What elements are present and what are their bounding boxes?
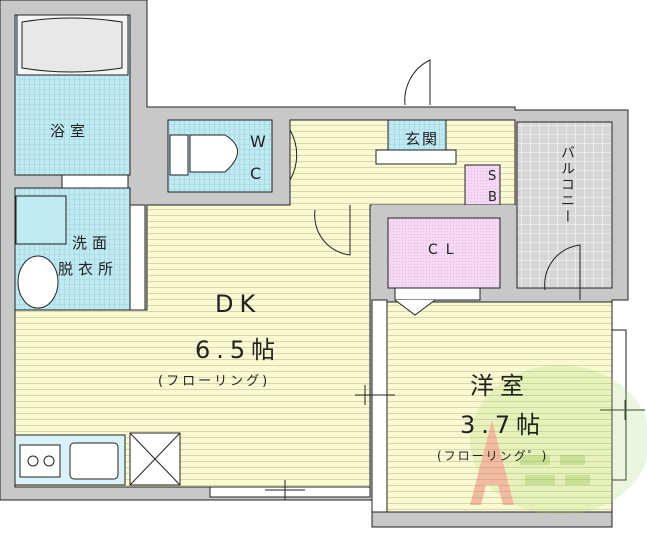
label-sb-b: B (488, 190, 497, 205)
dk-floor (14, 119, 516, 488)
shoe-box (464, 164, 501, 206)
entrance-step (375, 149, 457, 165)
stove (19, 444, 61, 478)
washbasin (17, 255, 59, 309)
grid-marks (265, 385, 645, 500)
closet-wall (372, 205, 515, 218)
label-wash: 洗面 (72, 234, 113, 252)
window-east (611, 329, 627, 481)
label-western: 洋室 (470, 372, 530, 400)
label-dk-floor: (フローリング) (158, 374, 271, 389)
fridge-cross (129, 432, 181, 486)
label-closet: CL (428, 242, 462, 258)
label-dressing: 脱衣所 (58, 260, 119, 278)
closet-floor (387, 217, 501, 289)
label-sb-s: S (488, 169, 497, 184)
bathtub-basin (21, 17, 123, 73)
closet-door-marker (394, 299, 436, 316)
label-dk-size: 6.5帖 (195, 336, 282, 364)
label-western-size: 3.7帖 (460, 411, 547, 439)
burner-icon (43, 455, 55, 467)
label-entrance: 玄関 (405, 130, 440, 148)
label-dk: DK (215, 290, 262, 318)
assist-logo (470, 365, 647, 515)
washing-machine (15, 195, 67, 245)
label-western-floor: (フローリング゜) (437, 449, 549, 463)
dk-door-swing (314, 205, 351, 256)
label-bath: 浴室 (50, 122, 91, 140)
western-room-floor (386, 301, 613, 513)
entrance-door-swing (404, 59, 431, 106)
closet-door (394, 287, 481, 301)
balcony-floor (516, 121, 613, 289)
window-washroom (129, 204, 146, 311)
bath-door (61, 174, 129, 189)
wc-door-swing (289, 129, 298, 181)
sink (69, 442, 119, 480)
label-wc-c: C (250, 164, 262, 183)
label-wc-w: W (250, 132, 266, 151)
window-south (209, 486, 371, 498)
label-balcony: バルコニー (559, 145, 575, 225)
balcony-door-swing (544, 244, 581, 300)
toilet-bowl (189, 134, 238, 173)
toilet-tank (169, 134, 189, 176)
burner-icon (27, 455, 39, 467)
sliding-door (371, 299, 388, 513)
